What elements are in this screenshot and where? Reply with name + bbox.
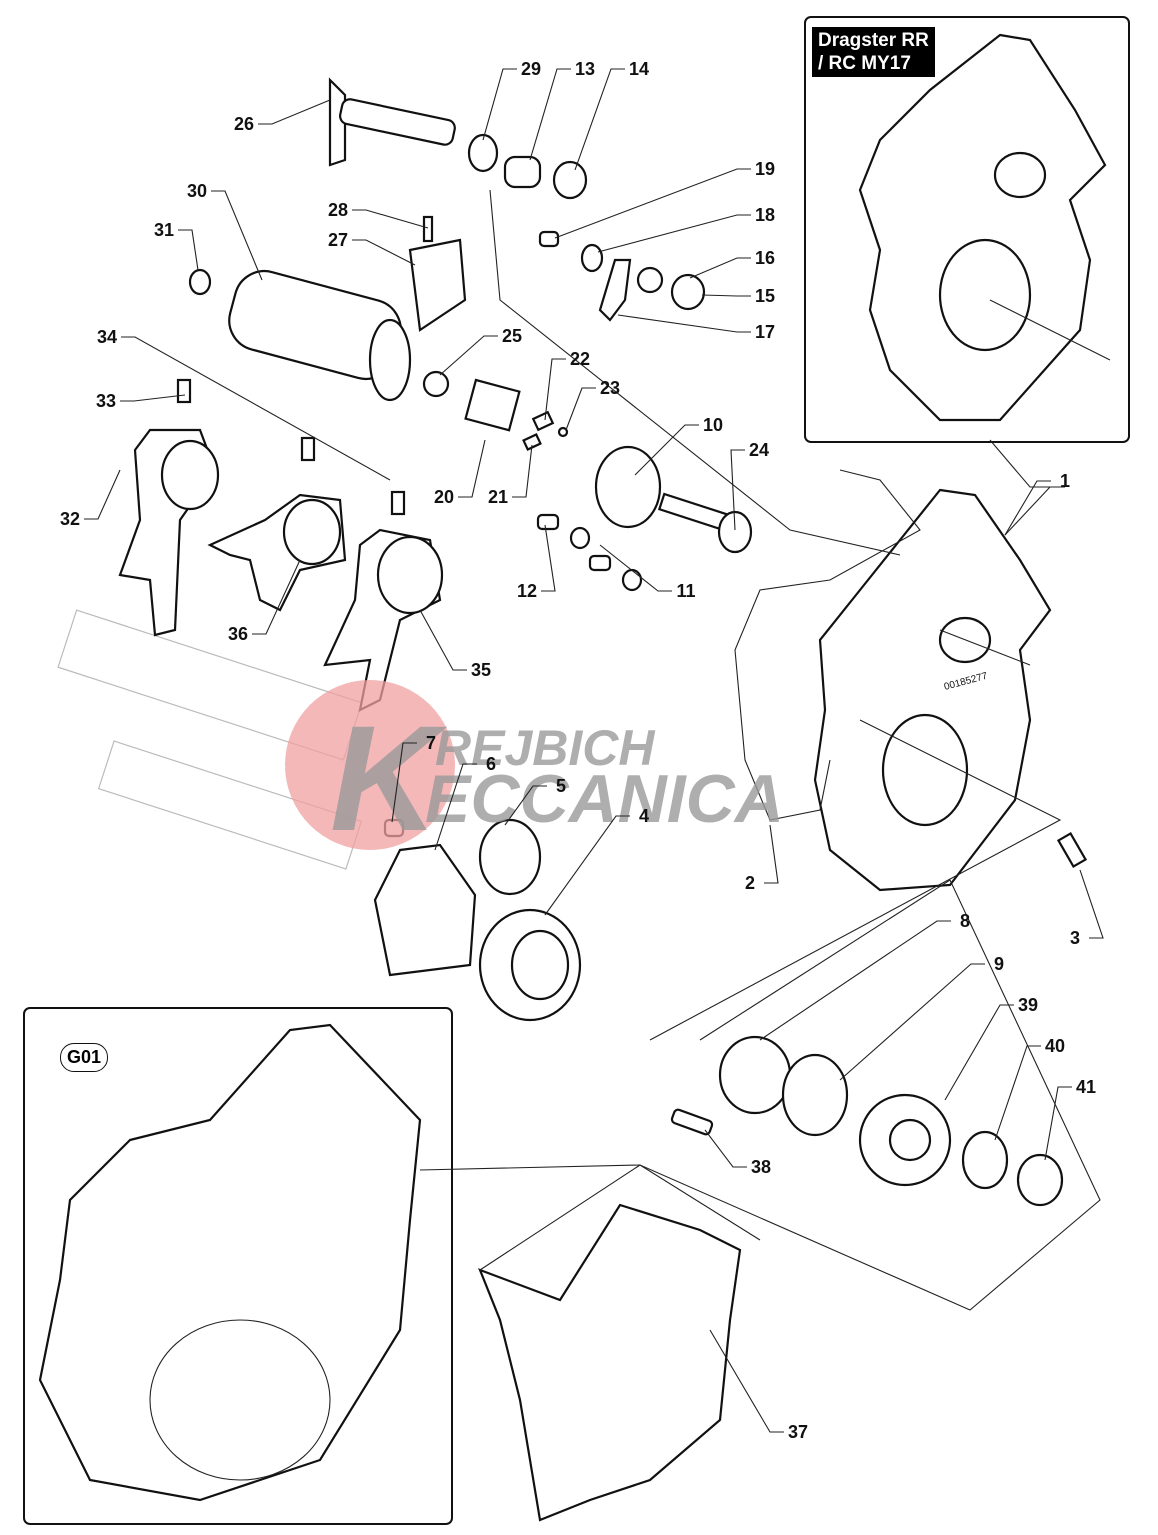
leader-line-28 — [352, 209, 429, 229]
leader-line-21 — [512, 444, 533, 498]
callout-2: 2 — [745, 873, 755, 893]
gasket-part-2 — [734, 469, 921, 821]
callout-26: 26 — [234, 114, 254, 134]
leader-line-29 — [482, 68, 517, 141]
inset-g01-housing — [38, 1023, 422, 1502]
callout-31: 31 — [154, 220, 174, 240]
callout-13: 13 — [575, 59, 595, 79]
callout-33: 33 — [96, 391, 116, 411]
callout-8: 8 — [960, 911, 970, 931]
callout-37: 37 — [788, 1422, 808, 1442]
inset-g01-label: G01 — [60, 1043, 109, 1072]
leader-line-41 — [1044, 1086, 1072, 1161]
callout-35: 35 — [471, 660, 491, 680]
leader-line-3 — [1079, 869, 1104, 939]
watermark-circle — [285, 680, 455, 850]
callout-20: 20 — [434, 487, 454, 507]
leader-line-24 — [730, 449, 745, 531]
inset-cover-outline — [858, 33, 1107, 422]
callout-36: 36 — [228, 624, 248, 644]
leader-line-25 — [439, 335, 498, 376]
callout-21: 21 — [488, 487, 508, 507]
leader-line-13 — [529, 68, 571, 161]
leader-line-40 — [994, 1045, 1041, 1141]
callout-17: 17 — [755, 322, 775, 342]
callout-22: 22 — [570, 349, 590, 369]
leader-line-5 — [504, 785, 547, 826]
leader-line-22 — [544, 358, 566, 421]
leader-line-8 — [759, 920, 951, 1041]
leader-line-35 — [419, 609, 467, 671]
callout-12: 12 — [517, 581, 537, 601]
leader-line-23 — [565, 387, 596, 431]
leader-line-37 — [709, 1329, 784, 1433]
callout-3: 3 — [1070, 928, 1080, 948]
inset-model-title: Dragster RR / RC MY17 — [812, 27, 935, 77]
leader-line-27 — [352, 239, 416, 266]
callout-29: 29 — [521, 59, 541, 79]
callout-15: 15 — [755, 286, 775, 306]
callout-34: 34 — [97, 327, 117, 347]
callout-7: 7 — [426, 733, 436, 753]
leader-line-33 — [120, 394, 186, 402]
leader-line-10 — [634, 424, 699, 476]
callout-19: 19 — [755, 159, 775, 179]
watermark: K REJBICH ECCANICA — [285, 680, 784, 862]
callout-38: 38 — [751, 1157, 771, 1177]
callout-24: 24 — [749, 440, 769, 460]
leader-line-30 — [211, 190, 263, 281]
leader-line-16 — [689, 257, 751, 279]
leader-line-34 — [121, 336, 391, 481]
watermark-line1: REJBICH — [435, 720, 655, 776]
leader-line-7 — [391, 742, 417, 823]
callout-25: 25 — [502, 326, 522, 346]
callout-11: 11 — [676, 581, 695, 601]
callout-10: 10 — [703, 415, 723, 435]
leader-line-19 — [554, 168, 751, 239]
leader-line-39 — [944, 1004, 1014, 1101]
callout-27: 27 — [328, 230, 348, 250]
leader-line-31 — [178, 229, 199, 271]
cover-part-1 — [813, 488, 1052, 892]
leader-line-20 — [458, 439, 486, 498]
callout-39: 39 — [1018, 995, 1038, 1015]
callout-18: 18 — [755, 205, 775, 225]
watermark-initials: K — [330, 694, 448, 862]
assembly-lines — [419, 189, 1111, 1311]
sprocket-cover-part-37 — [478, 1203, 742, 1522]
leader-line-4 — [544, 815, 630, 916]
callout-16: 16 — [755, 248, 775, 268]
leader-line-15 — [701, 294, 751, 297]
callout-6: 6 — [486, 754, 496, 774]
leader-line-36 — [252, 559, 301, 635]
callout-23: 23 — [600, 378, 620, 398]
callout-4: 4 — [639, 806, 649, 826]
leader-line-18 — [597, 214, 751, 253]
watermark-line2: ECCANICA — [425, 761, 784, 837]
callout-40: 40 — [1045, 1036, 1065, 1056]
callout-1: 1 — [1060, 471, 1070, 491]
leader-line-32 — [84, 469, 121, 520]
leader-line-1 — [1004, 480, 1051, 536]
leader-line-12 — [541, 524, 556, 592]
leader-line-17 — [617, 314, 751, 333]
leader-line-6 — [434, 763, 477, 851]
callout-28: 28 — [328, 200, 348, 220]
leader-line-2 — [764, 824, 779, 884]
leader-line-9 — [839, 963, 985, 1081]
callout-30: 30 — [187, 181, 207, 201]
callout-41: 41 — [1076, 1077, 1096, 1097]
leader-line-38 — [704, 1129, 747, 1168]
callout-5: 5 — [556, 776, 566, 796]
leader-line-26 — [258, 99, 331, 125]
leader-line-11 — [599, 544, 672, 592]
callout-9: 9 — [994, 954, 1004, 974]
callout-14: 14 — [629, 59, 649, 79]
callout-32: 32 — [60, 509, 80, 529]
leader-line-14 — [574, 68, 625, 171]
